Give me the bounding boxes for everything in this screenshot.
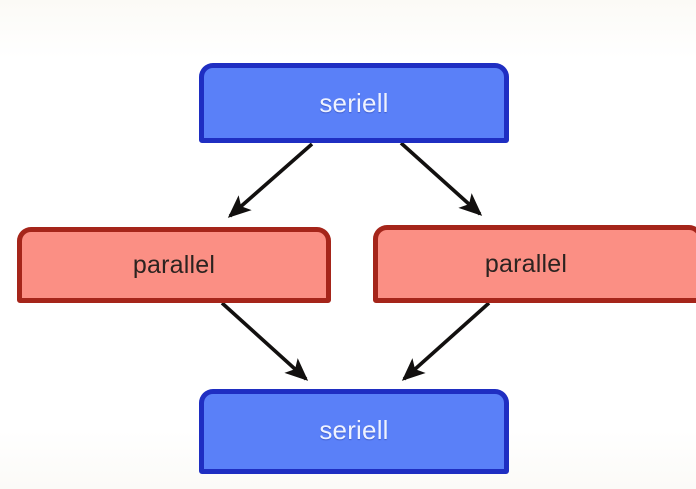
node-right-parallel-label: parallel (484, 249, 568, 278)
edge-right-parallel-to-bottom (401, 301, 491, 381)
node-right-parallel[interactable]: parallel (373, 225, 696, 303)
node-bottom-seriell-label: seriell (319, 414, 389, 445)
node-left-parallel-label: parallel (132, 250, 216, 279)
edge-top-to-left-parallel (227, 142, 314, 218)
edge-left-parallel-to-bottom (220, 301, 309, 381)
edge-top-to-right-parallel (399, 141, 483, 216)
node-top-seriell[interactable]: seriell (199, 63, 509, 143)
node-top-seriell-label: seriell (319, 88, 389, 118)
node-left-parallel[interactable]: parallel (17, 227, 331, 303)
node-bottom-seriell[interactable]: seriell (199, 389, 509, 474)
